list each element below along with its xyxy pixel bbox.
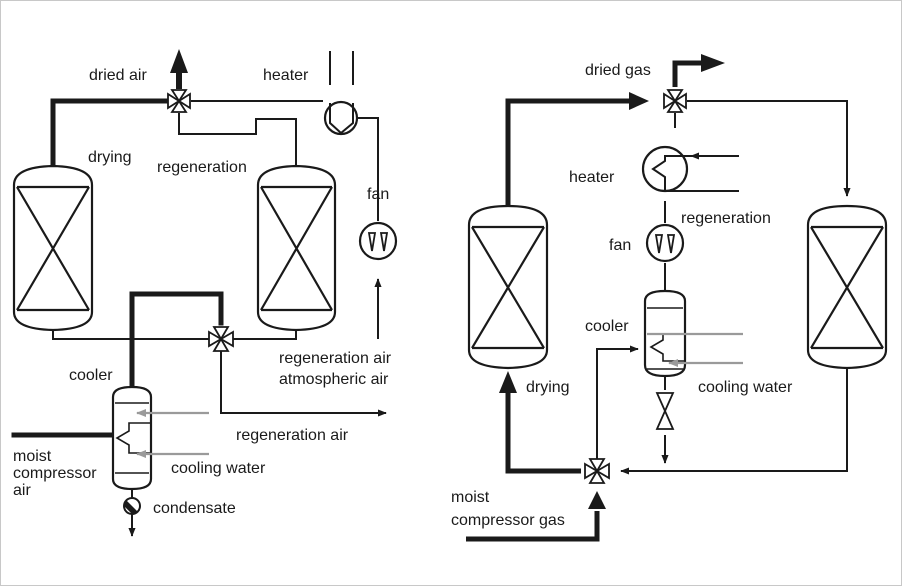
left-label-atmospheric-air: atmospheric air (279, 371, 389, 388)
right-dried-gas-arrow (701, 54, 725, 72)
left-fan (358, 221, 398, 261)
left-label-regeneration: regeneration (157, 159, 247, 176)
right-label-compressor-gas: compressor gas (451, 512, 565, 529)
right-label-moist: moist (451, 489, 490, 506)
right-cooling-water-lines (647, 332, 743, 367)
left-diagram (11, 49, 398, 537)
right-label-fan: fan (609, 237, 631, 254)
left-drying-vessel (12, 164, 94, 332)
left-cooler (111, 385, 153, 491)
left-label-dried-air: dried air (89, 67, 147, 84)
left-main-air-line (11, 98, 224, 438)
left-label-compressor: compressor (13, 465, 97, 482)
right-thick-arrow-to-valve (629, 92, 649, 110)
right-thick-arrow-to-drying (499, 371, 517, 393)
right-drain-valve (655, 392, 675, 430)
left-top-valve (167, 89, 191, 113)
left-label-regeneration-air-in: regeneration air (279, 350, 392, 367)
left-regeneration-lines (52, 51, 387, 537)
right-label-dried-gas: dried gas (585, 62, 651, 79)
right-heater (641, 145, 691, 193)
right-label-regeneration: regeneration (681, 210, 771, 227)
left-label-cooler: cooler (69, 367, 113, 384)
right-label-cooling-water: cooling water (698, 379, 793, 396)
right-diagram (466, 54, 888, 542)
right-thick-arrow-to-bottom-valve (588, 491, 606, 509)
left-label-heater: heater (263, 67, 309, 84)
right-drying-vessel (467, 204, 549, 370)
right-top-valve (663, 89, 687, 113)
right-fan (645, 223, 685, 263)
left-label-air: air (13, 482, 31, 499)
left-label-cooling-water: cooling water (171, 460, 266, 477)
right-bottom-valve (584, 458, 610, 484)
left-label-moist: moist (13, 448, 52, 465)
right-label-heater: heater (569, 169, 615, 186)
left-label-fan: fan (367, 186, 389, 203)
right-regeneration-vessel (806, 204, 888, 370)
left-bottom-valve (208, 326, 234, 352)
left-regeneration-vessel (256, 164, 337, 332)
right-label-drying: drying (526, 379, 570, 396)
left-label-regeneration-air-out: regeneration air (236, 427, 349, 444)
left-heater (323, 100, 359, 136)
left-condensate-trap (123, 497, 141, 515)
right-label-cooler: cooler (585, 318, 629, 335)
left-label-condensate: condensate (153, 500, 236, 517)
right-main-gas-line (466, 60, 703, 542)
right-regeneration-lines (596, 100, 851, 475)
left-label-drying: drying (88, 149, 132, 166)
left-cooling-water-lines (136, 409, 209, 458)
